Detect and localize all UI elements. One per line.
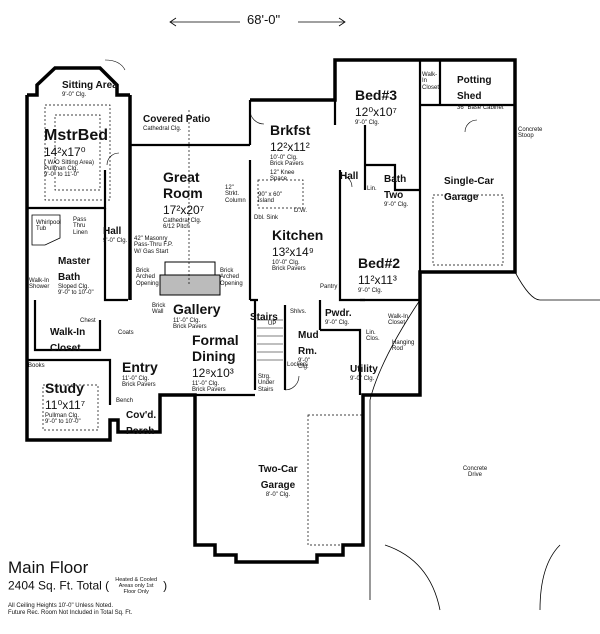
callout-brick-wall: Brick Wall <box>152 303 166 316</box>
room-hall-east: Hall <box>340 171 359 182</box>
callout-linen: Pass Thru Linen <box>73 217 88 236</box>
callout-knee-space: 12" Knee Space <box>270 170 295 183</box>
callout-arch-left: Brick Arched Opening <box>136 268 159 287</box>
callout-chest: Chest <box>80 318 96 324</box>
callout-lockers: Lockers <box>287 362 309 368</box>
callout-up: UP <box>268 321 277 327</box>
room-single-car-garage: Single-Car Garage <box>444 176 495 203</box>
callout-storage: Strg. Under Stairs <box>258 374 275 393</box>
callout-bench: Bench <box>116 398 134 404</box>
callout-fireplace: 42" Masonry Pass-Thru F.P. W/ Gas Start <box>134 236 173 255</box>
overall-dimension: 68'-0" <box>247 12 281 27</box>
concrete-drive <box>362 271 600 611</box>
callout-whirlpool: Whirlpool Tub <box>36 220 62 233</box>
dimension-line <box>169 17 346 27</box>
room-covered-porch: Cov'd. Porch <box>126 410 157 437</box>
callout-dishwasher: D.W. <box>294 208 307 214</box>
callout-shelves: Shlvs. <box>290 309 307 315</box>
whirlpool-tub <box>31 214 61 246</box>
callout-sink: Dbl. Sink <box>254 215 279 221</box>
callout-hanging-rod: Hanging Rod <box>392 340 415 353</box>
stairs <box>257 319 283 361</box>
callout-walk-in-bed2: Walk-In Closet <box>388 314 409 327</box>
plan-title: Main Floor <box>8 558 89 577</box>
room-stairs: Stairs <box>250 312 278 323</box>
exterior-walls <box>25 58 517 564</box>
area-note: Heated & Cooled Areas only 1st Floor Onl… <box>115 577 158 596</box>
callout-island: 90" x 60" Island <box>258 192 282 205</box>
callout-lin: Lin. <box>367 186 377 192</box>
room-powder: Pwdr.9'-0" Clg. <box>325 308 352 327</box>
total-area: 2404 Sq. Ft. Total (Heated & Cooled Area… <box>8 577 168 596</box>
callout-column: 12" Strkt. Column <box>225 185 246 204</box>
room-mud-room: Mud Rm.9'-0" Clg. <box>298 330 319 371</box>
callout-walk-in-bed3: Walk-In Closet <box>422 72 440 91</box>
plan-notes: All Ceiling Heights 10'-0" Unless Noted.… <box>8 603 133 616</box>
interior-walls <box>27 60 515 405</box>
callout-concrete-drive: Concrete Drive <box>462 466 488 479</box>
callout-coats: Coats <box>118 330 134 336</box>
room-walk-in-closet: Walk-In Closet <box>50 327 86 354</box>
callout-linen-closet: Lin. Clos. <box>366 330 380 343</box>
callout-books: Books <box>28 363 45 369</box>
callout-arch-right: Brick Arched Opening <box>220 268 243 287</box>
callout-shower: Walk-In Shower <box>29 278 50 291</box>
callout-stoop: Concrete Stoop <box>518 127 543 140</box>
callout-pantry: Pantry <box>320 284 338 290</box>
